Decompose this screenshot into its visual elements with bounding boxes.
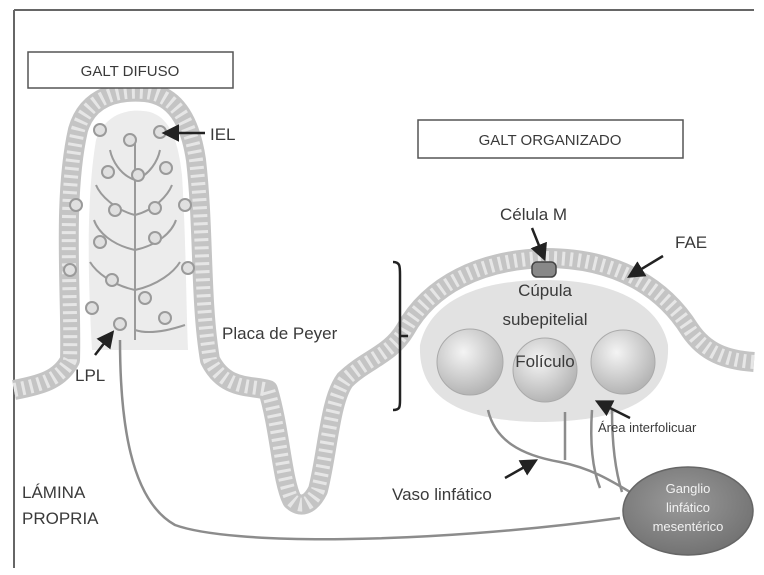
label-m-cell: Célula M [500,205,567,224]
m-cell [531,261,557,278]
follicle-center [512,337,578,403]
label-node-3: mesentérico [653,519,724,534]
arrow-interfollicular [594,400,631,420]
epithelial-cells-texture [12,84,755,512]
follicle-left [436,328,504,396]
label-node-2: linfático [666,500,710,515]
label-dome-1: Cúpula [518,281,572,300]
arrow-lymph-vessel [504,459,539,480]
villus-core [88,110,188,350]
label-peyer: Placa de Peyer [222,324,338,343]
label-galt-diffuse: GALT DIFUSO [81,63,180,80]
label-node-1: Ganglio [666,481,711,496]
mesenteric-lymph-node [622,466,754,556]
lymph-vessels [118,339,631,541]
follicle-right [590,329,656,395]
label-propria: PROPRIA [22,509,99,528]
box-galt-organized [417,119,684,159]
arrow-lpl [94,330,115,356]
box-galt-diffuse [27,51,234,89]
label-follicle: Folículo [515,352,575,371]
arrow-m-cell [530,227,547,262]
label-lamina: LÁMINA [22,483,86,502]
label-lymph-vessel: Vaso linfático [392,485,492,504]
label-iel: IEL [210,125,236,144]
label-interfollicular: Área interfolicuar [598,420,697,435]
label-galt-organized: GALT ORGANIZADO [479,132,622,149]
label-lpl: LPL [75,366,105,385]
label-fae: FAE [675,233,707,252]
peyer-bracket [392,260,402,412]
arrow-fae [627,254,664,278]
villus-lymphocytes [63,123,195,331]
label-dome-2: subepitelial [502,310,587,329]
